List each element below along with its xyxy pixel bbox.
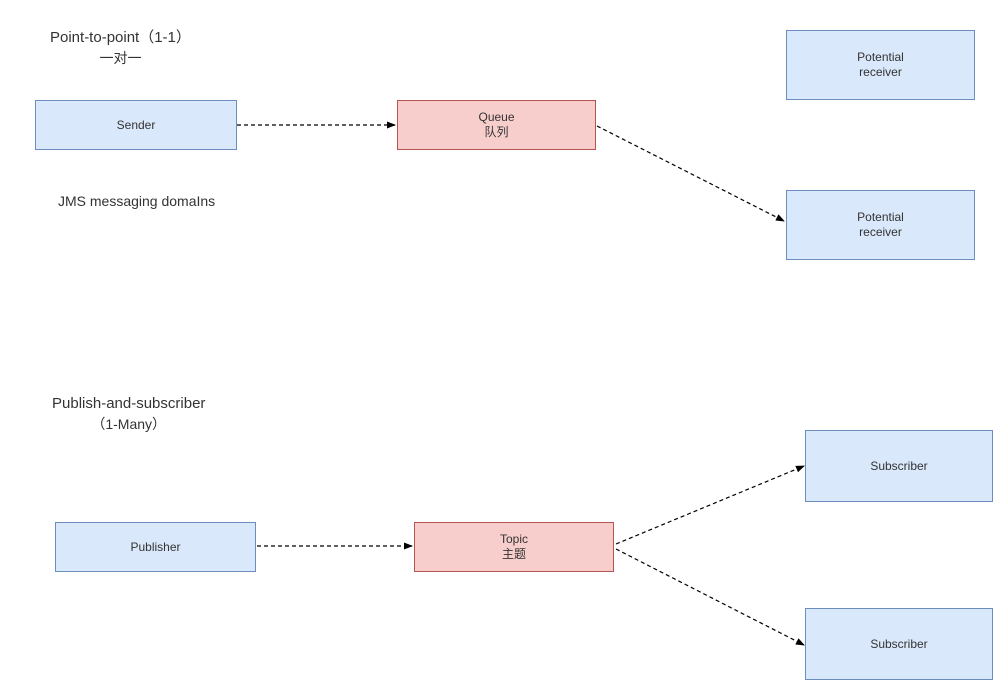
- node-subscriber-top[interactable]: Subscriber: [805, 430, 993, 502]
- title-text: Publish-and-subscriber: [52, 395, 206, 412]
- node-label: Subscriber: [870, 458, 928, 473]
- node-potential-receiver-bottom[interactable]: Potential receiver: [786, 190, 975, 260]
- arrow-topic-to-subscriber-bottom: [615, 548, 805, 646]
- arrow-queue-to-receiver-bottom: [596, 125, 785, 222]
- subtitle-text: （1-Many）: [91, 416, 167, 432]
- node-label-line1: Potential: [857, 210, 904, 224]
- node-subscriber-bottom[interactable]: Subscriber: [805, 608, 993, 680]
- node-label: Sender: [116, 117, 156, 132]
- section-title-point-to-point: Point-to-point（1-1） 一对一: [50, 28, 191, 68]
- node-label-line2: receiver: [859, 65, 902, 79]
- node-label-line2: 队列: [484, 125, 509, 139]
- title-text: Point-to-point（1-1）: [50, 29, 191, 46]
- node-queue[interactable]: Queue 队列: [397, 100, 596, 150]
- node-publisher[interactable]: Publisher: [55, 522, 256, 572]
- arrow-topic-to-subscriber-top: [615, 465, 805, 545]
- node-sender[interactable]: Sender: [35, 100, 237, 150]
- node-label-line1: Queue: [478, 110, 515, 124]
- node-topic[interactable]: Topic 主题: [414, 522, 614, 572]
- subtitle-text: 一对一: [99, 50, 142, 66]
- jms-domains-note: JMS messaging domaIns: [58, 193, 216, 209]
- node-potential-receiver-top[interactable]: Potential receiver: [786, 30, 975, 100]
- node-label: Publisher: [130, 539, 181, 554]
- node-label-line1: Topic: [499, 532, 528, 546]
- node-label-line2: receiver: [859, 225, 902, 239]
- node-label-line1: Potential: [857, 50, 904, 64]
- node-label-line2: 主题: [501, 547, 526, 561]
- node-label: Subscriber: [870, 636, 928, 651]
- section-title-publish-subscribe: Publish-and-subscriber （1-Many）: [52, 394, 205, 434]
